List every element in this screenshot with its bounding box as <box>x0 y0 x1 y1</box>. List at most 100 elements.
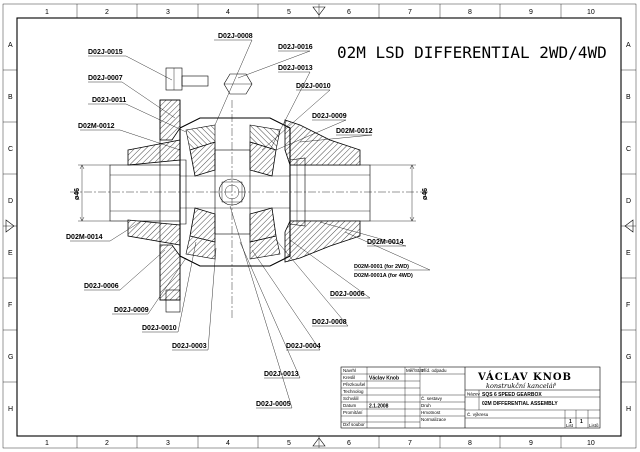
grid-row-b-r: B <box>626 94 631 101</box>
dimension-right: ø46 <box>370 164 429 222</box>
tb-dxf-soubor: Dxf soubor <box>343 422 365 427</box>
tb-c-sestavy: Č. sestavy <box>421 395 443 401</box>
label-d02j-0005: D02J-0005 <box>256 401 291 408</box>
tb-cislo-label: Č. výkresu <box>467 411 489 417</box>
grid-row-e-r: E <box>626 250 631 257</box>
grid-row-g-r: G <box>626 354 631 361</box>
grid-row-labels-right: A B C D E F G H <box>626 42 631 413</box>
label-d02j-0008-top: D02J-0008 <box>218 33 253 40</box>
grid-col-1-b: 1 <box>45 440 49 447</box>
dim-label-right: ø46 <box>422 188 429 200</box>
tb-logo: VÁCLAV KNOB <box>477 371 572 383</box>
grid-row-f-r: F <box>626 302 630 309</box>
tb-datum: Datum <box>343 403 357 408</box>
grid-col-2: 2 <box>105 9 109 16</box>
tb-sheet-num: 1 <box>569 419 572 425</box>
grid-row-f: F <box>8 302 12 309</box>
tb-trid-odpadu: Tříd. odpadu <box>421 368 447 373</box>
label-d02j-0015: D02J-0015 <box>88 49 123 56</box>
tb-nazev-line2: 02M DIFFERENTIAL ASSEMBLY <box>482 401 558 407</box>
label-d02j-0010-bottom: D02J-0010 <box>142 325 177 332</box>
label-d02m-0001a: D02M-0001A (for 4WD) <box>354 273 413 279</box>
tb-prezkousel: Přezkoušel <box>343 382 365 387</box>
grid-row-g: G <box>8 354 13 361</box>
tb-technolog: Technolog <box>343 389 364 394</box>
drawing-title: 02M LSD DIFFERENTIAL 2WD/4WD <box>337 43 607 62</box>
label-d02m-0001: D02M-0001 (for 2WD) <box>354 264 409 270</box>
grid-col-8-b: 8 <box>468 440 472 447</box>
tb-mer: Měř/Stav <box>406 368 425 373</box>
grid-col-10: 10 <box>587 9 595 16</box>
label-d02j-0016: D02J-0016 <box>278 44 313 51</box>
grid-column-labels-bottom: 1 2 3 4 5 6 7 8 9 10 <box>45 440 595 447</box>
part-labels: D02J-0015 D02J-0007 D02J-0011 D02M-0012 … <box>66 33 413 408</box>
tb-kreslil-value: Václav Knob <box>369 376 399 382</box>
tb-sheet-total: 1 <box>580 419 583 425</box>
label-d02m-0014-right: D02M-0014 <box>367 239 404 246</box>
grid-row-d-r: D <box>626 198 631 205</box>
grid-column-labels-top: 1 2 3 4 5 6 7 8 9 10 <box>45 9 595 16</box>
label-d02j-0013-top: D02J-0013 <box>278 65 313 72</box>
grid-col-7-b: 7 <box>408 440 412 447</box>
label-d02j-0003: D02J-0003 <box>172 343 207 350</box>
grid-col-4-b: 4 <box>226 440 230 447</box>
differential-assembly-section <box>70 67 430 320</box>
tb-druh: Druh <box>421 403 431 408</box>
grid-col-3: 3 <box>166 9 170 16</box>
grid-row-b: B <box>8 94 13 101</box>
grid-col-5: 5 <box>287 9 291 16</box>
grid-col-1: 1 <box>45 9 49 16</box>
tb-navrhl: Navrhl <box>343 368 356 373</box>
label-d02j-0008-bottom: D02J-0008 <box>312 319 347 326</box>
grid-row-e: E <box>8 250 13 257</box>
title-block: Navrhl Kreslil Václav Knob Přezkoušel Te… <box>340 366 601 429</box>
grid-col-9-b: 9 <box>529 440 533 447</box>
grid-row-labels-left: A B C D E F G H <box>8 42 13 413</box>
label-d02j-0007: D02J-0007 <box>88 75 123 82</box>
grid-col-10-b: 10 <box>587 440 595 447</box>
label-d02j-0006-right: D02J-0006 <box>330 291 365 298</box>
grid-row-c: C <box>8 146 13 153</box>
grid-col-7: 7 <box>408 9 412 16</box>
tb-kreslil: Kreslil <box>343 375 355 380</box>
label-d02m-0014-left: D02M-0014 <box>66 234 103 241</box>
tb-normalizace: Normalizace <box>421 417 447 422</box>
label-d02j-0009-top: D02J-0009 <box>312 113 347 120</box>
label-d02j-0009-bottom: D02J-0009 <box>114 307 149 314</box>
grid-col-4: 4 <box>226 9 230 16</box>
sheet-frame <box>2 3 637 449</box>
tb-list: List <box>566 423 574 428</box>
grid-row-a-r: A <box>626 42 631 49</box>
dim-label-left: ø46 <box>74 188 81 200</box>
tb-nazev-label: Název <box>467 392 481 397</box>
grid-col-8: 8 <box>468 9 472 16</box>
label-d02j-0004: D02J-0004 <box>286 343 321 350</box>
label-d02m-0012-right: D02M-0012 <box>336 128 373 135</box>
grid-col-2-b: 2 <box>105 440 109 447</box>
label-d02m-0012-left: D02M-0012 <box>78 123 115 130</box>
label-d02j-0011: D02J-0011 <box>92 97 126 104</box>
tb-logo-sub: konstrukční kancelář <box>486 382 557 390</box>
tb-hmotnost: Hmotnost <box>421 410 441 415</box>
tb-listu: Listů <box>589 422 599 428</box>
grid-col-5-b: 5 <box>287 440 291 447</box>
grid-row-h-r: H <box>626 406 631 413</box>
tb-nazev-line1: SQS 6 SPEED GEARBOX <box>482 392 542 398</box>
label-d02j-0006-left: D02J-0006 <box>84 283 119 290</box>
grid-row-c-r: C <box>626 146 631 153</box>
dimension-left: ø46 <box>74 164 110 222</box>
grid-col-6-b: 6 <box>347 440 351 447</box>
grid-col-3-b: 3 <box>166 440 170 447</box>
leader-lines <box>70 39 431 409</box>
grid-row-d: D <box>8 198 13 205</box>
grid-row-a: A <box>8 42 13 49</box>
tb-promitani: Promítání <box>343 410 363 415</box>
label-d02j-0013-bottom: D02J-0013 <box>264 371 299 378</box>
grid-col-9: 9 <box>529 9 533 16</box>
grid-row-h: H <box>8 406 13 413</box>
tb-datum-value: 2.1.2008 <box>369 404 389 410</box>
tb-schvalil: Schválil <box>343 396 359 401</box>
label-d02j-0010-top: D02J-0010 <box>296 83 331 90</box>
grid-col-6: 6 <box>347 9 351 16</box>
